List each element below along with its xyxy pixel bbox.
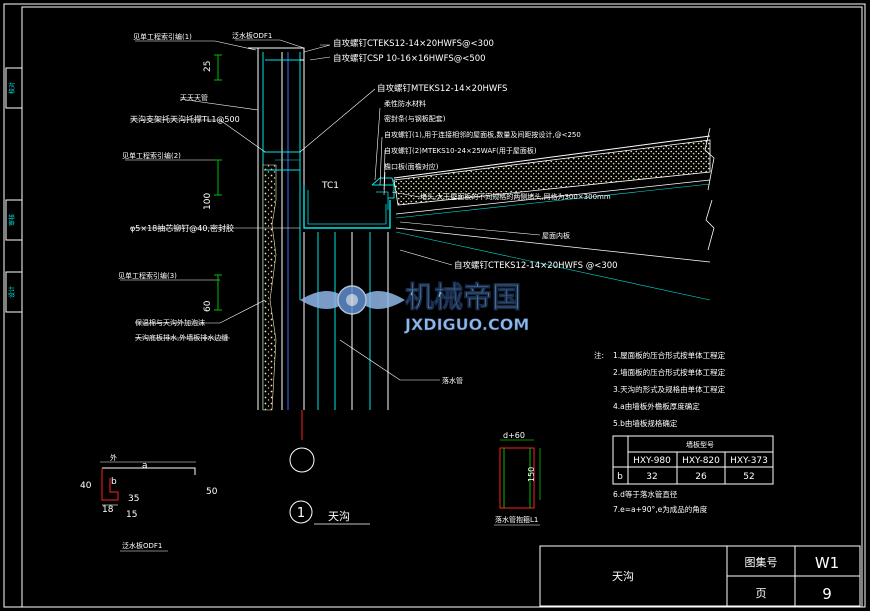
label-spec-1: 见单工程索引编(1) xyxy=(133,32,192,41)
label-downpipe-vert: 天天天管 xyxy=(180,93,208,102)
odf1-a: a xyxy=(142,461,148,471)
page-value: 9 xyxy=(822,585,832,603)
label-sealant: 密封条(与钢板配套) xyxy=(384,114,446,123)
table-val-2: 26 xyxy=(695,472,707,482)
label-screw-2: 自攻螺钉CSP 10-16×16HWFS@<500 xyxy=(333,53,486,64)
atlas-value: W1 xyxy=(815,554,839,572)
label-flashing-top: 泛水板ODF1 xyxy=(232,31,272,40)
table-col-3: HXY-373 xyxy=(730,456,768,466)
detail-title: 天沟 xyxy=(328,510,350,523)
table-val-1: 32 xyxy=(646,472,657,482)
label-screw-4: 自攻螺钉(1),用于连接相邻的屋面板,数量及间距按设计,@<250 xyxy=(384,130,581,139)
label-tc1: TC1 xyxy=(321,181,339,191)
table-header: 墙板型号 xyxy=(686,440,714,449)
notes-block: 注: 1.屋面板的压合形式按单体工程定 2.墙面板的压合形式按单体工程定 3.天… xyxy=(594,350,726,514)
label-screw-6: 自攻螺钉CTEKS12-14×20HWFS @<300 xyxy=(454,260,618,271)
note-7: 7.e=a+90°,e为成品的角度 xyxy=(613,504,708,514)
dimension-marks xyxy=(214,54,222,311)
table-val-3: 52 xyxy=(743,472,754,482)
side-tab-design: 设计 xyxy=(8,286,16,298)
l1-caption: 落水管抱箍L1 xyxy=(495,515,538,524)
title-block: 天沟 图集号 W1 页 9 xyxy=(539,545,861,607)
side-tab-review: 审核 xyxy=(8,214,16,226)
label-spec-3: 见单工程索引编(3) xyxy=(118,271,177,280)
table-col-1: HXY-980 xyxy=(633,456,671,466)
detail-l1: d+60 150 落水管抱箍L1 xyxy=(494,431,541,526)
odf1-dim-50: 50 xyxy=(206,487,218,497)
page-label: 页 xyxy=(756,587,767,600)
watermark-cn: 机械帝国 xyxy=(405,280,521,314)
dim-25: 25 xyxy=(203,61,213,72)
watermark-logo-icon xyxy=(300,285,405,315)
odf1-dim-18: 18 xyxy=(102,505,114,515)
odf1-dim-40: 40 xyxy=(80,481,92,491)
label-downpipe: 落水管 xyxy=(442,376,463,385)
label-roof-inner: 屋面内板 xyxy=(542,231,570,240)
odf1-top-label: 外 xyxy=(110,453,117,462)
odf1-dim-15: 15 xyxy=(126,510,137,520)
odf1-b: b xyxy=(111,477,117,487)
label-screw-3: 自攻螺钉MTEKS12-14×20HWFS xyxy=(377,83,507,94)
watermark-en: JXDIGUO.COM xyxy=(404,315,529,334)
note-3: 3.天沟的形式及规格由单体工程定 xyxy=(613,384,726,394)
panel-table: 墙板型号 HXY-980 HXY-820 HXY-373 b 32 26 52 xyxy=(612,435,774,485)
label-purlin: 天沟支架托天沟托撑TL1@500 xyxy=(130,114,240,124)
atlas-label: 图集号 xyxy=(745,555,778,569)
label-drain-note: 天沟底板排水,外墙板排水边缝 xyxy=(135,333,228,342)
side-tab-check: 校对 xyxy=(8,82,16,94)
label-insulation-bottom: 保温棉与天沟外加泡沫 xyxy=(135,318,205,327)
side-tabs: 校对 审核 设计 xyxy=(5,67,23,313)
odf1-caption: 泛水板ODF1 xyxy=(122,541,162,550)
dim-100: 100 xyxy=(203,193,213,210)
label-screw-5: 自攻螺钉(2)MTEKS10-24×25WAF(用于屋面板) xyxy=(384,146,537,155)
title-block-title: 天沟 xyxy=(612,570,634,583)
note-6: 6.d等于落水管直径 xyxy=(613,489,678,499)
note-4: 4.a由墙板外檐板厚度确定 xyxy=(613,401,700,411)
detail-odf1: 外 a b 40 35 18 15 50 泛水板ODF1 xyxy=(80,453,218,552)
label-screw-1: 自攻螺钉CTEKS12-14×20HWFS@<300 xyxy=(333,38,494,49)
leader-lines xyxy=(120,39,541,381)
label-spec-2: 见单工程索引编(2) xyxy=(122,151,181,160)
watermark: 机械帝国 JXDIGUO.COM xyxy=(300,280,530,334)
notes-prefix: 注: xyxy=(594,350,604,360)
detail-callout: 1 天沟 xyxy=(289,500,370,525)
note-1: 1.屋面板的压合形式按单体工程定 xyxy=(613,350,726,360)
label-mastic: 堵头,大于屋面板的不同规格的两侧堵头,网格为300×300mm xyxy=(420,192,611,201)
label-eave-board: 檐口板(面檐对应) xyxy=(384,162,439,171)
dim-60: 60 xyxy=(203,300,213,312)
l1-side-dim: 150 xyxy=(527,467,536,482)
main-section xyxy=(248,47,715,473)
table-row-label: b xyxy=(617,472,623,482)
label-rivet: φ5×18抽芯铆钉@40,密封胶 xyxy=(130,223,234,233)
detail-number: 1 xyxy=(297,506,305,521)
note-2: 2.墙面板的压合形式按单体工程定 xyxy=(613,367,726,377)
table-col-2: HXY-820 xyxy=(682,456,720,466)
odf1-dim-35: 35 xyxy=(128,494,139,504)
l1-top-dim: d+60 xyxy=(503,431,525,440)
note-5: 5.b由墙板规格确定 xyxy=(613,418,678,428)
label-rubber: 柔性防水材料 xyxy=(384,99,426,108)
annotation-labels: 见单工程索引编(1) 泛水板ODF1 自攻螺钉CTEKS12-14×20HWFS… xyxy=(118,31,618,385)
